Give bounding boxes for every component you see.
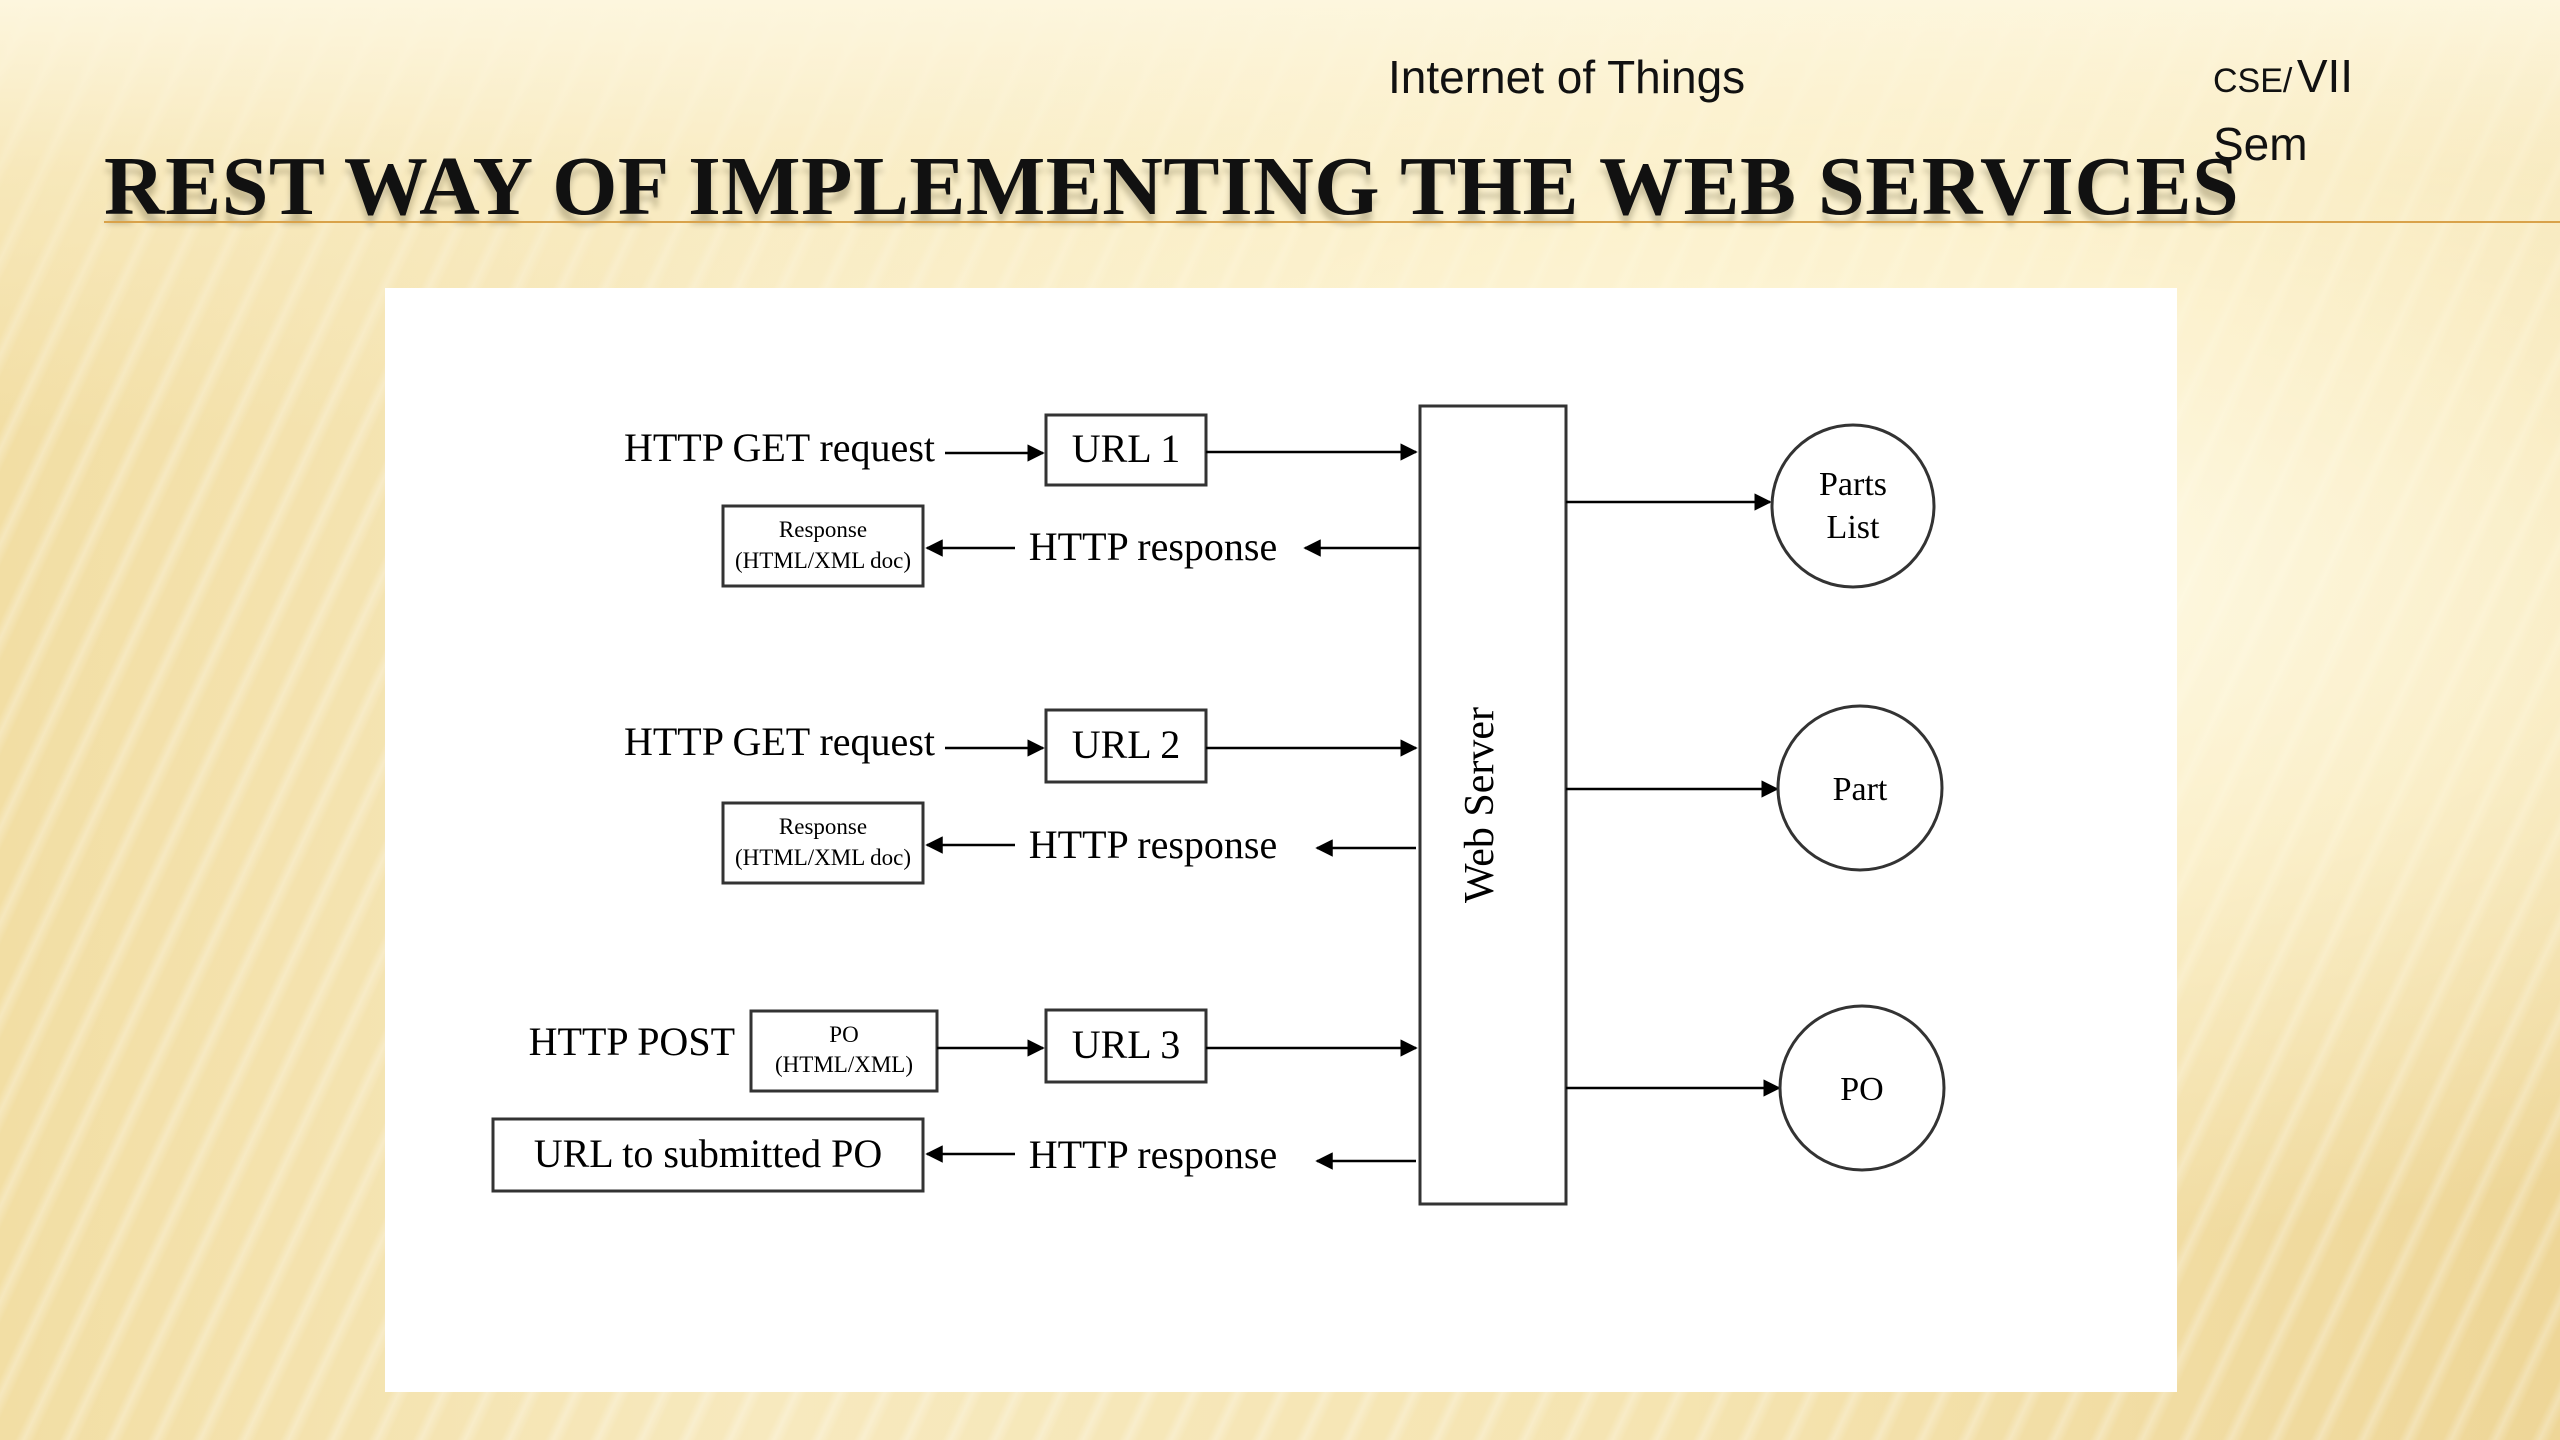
- url-1-box: [1044, 413, 1208, 487]
- rest-diagram: Web Server HTTP GET request URL 1 Respon…: [491, 404, 1946, 1206]
- parts-list-circle: [1770, 423, 1936, 589]
- url-1-label: URL 1: [1072, 426, 1181, 471]
- request-1-label: HTTP GET request: [624, 425, 935, 470]
- title-divider: [104, 221, 2560, 223]
- po-circle: [1778, 1004, 1946, 1172]
- response-1-box-line2: (HTML/XML doc): [735, 548, 911, 573]
- response-2-box-line2: (HTML/XML doc): [735, 845, 911, 870]
- request-3-label: HTTP POST: [529, 1019, 735, 1064]
- response-1-box-line1: Response: [779, 517, 867, 542]
- response-2-box-line1: Response: [779, 814, 867, 839]
- parts-list-line2: List: [1827, 509, 1880, 546]
- url-2-box: [1044, 708, 1208, 784]
- po-label: PO: [1840, 1071, 1883, 1108]
- url-3-box: [1044, 1008, 1208, 1084]
- page-title: REST WAY OF IMPLEMENTING THE WEB SERVICE…: [104, 140, 2240, 233]
- po-payload-line2: (HTML/XML): [775, 1052, 913, 1077]
- po-payload-line1: PO: [829, 1022, 858, 1047]
- parts-list-line1: Parts: [1819, 466, 1887, 503]
- submitted-po-box: [491, 1117, 925, 1193]
- web-server-label: Web Server: [1457, 707, 1503, 903]
- response-2-label: HTTP response: [1029, 822, 1277, 867]
- diagram-panel: Web Server HTTP GET request URL 1 Respon…: [385, 288, 2177, 1392]
- course-semester: CSE/ VII Sem: [2213, 48, 2413, 184]
- web-server-box: [1418, 404, 1568, 1206]
- submitted-po-label: URL to submitted PO: [534, 1131, 883, 1176]
- course-title: Internet of Things: [1388, 51, 1746, 103]
- response-3-label: HTTP response: [1029, 1132, 1277, 1177]
- response-2-box: [721, 801, 925, 885]
- url-3-label: URL 3: [1072, 1022, 1181, 1067]
- url-2-label: URL 2: [1072, 722, 1181, 767]
- part-circle: [1776, 704, 1944, 872]
- response-1-label: HTTP response: [1029, 524, 1277, 569]
- response-1-box: [721, 504, 925, 588]
- dept-prefix: CSE/: [2213, 62, 2293, 100]
- part-label: Part: [1833, 771, 1888, 808]
- request-2-label: HTTP GET request: [624, 719, 935, 764]
- po-payload-box: [749, 1009, 939, 1093]
- semester-label: VII Sem: [2213, 50, 2354, 170]
